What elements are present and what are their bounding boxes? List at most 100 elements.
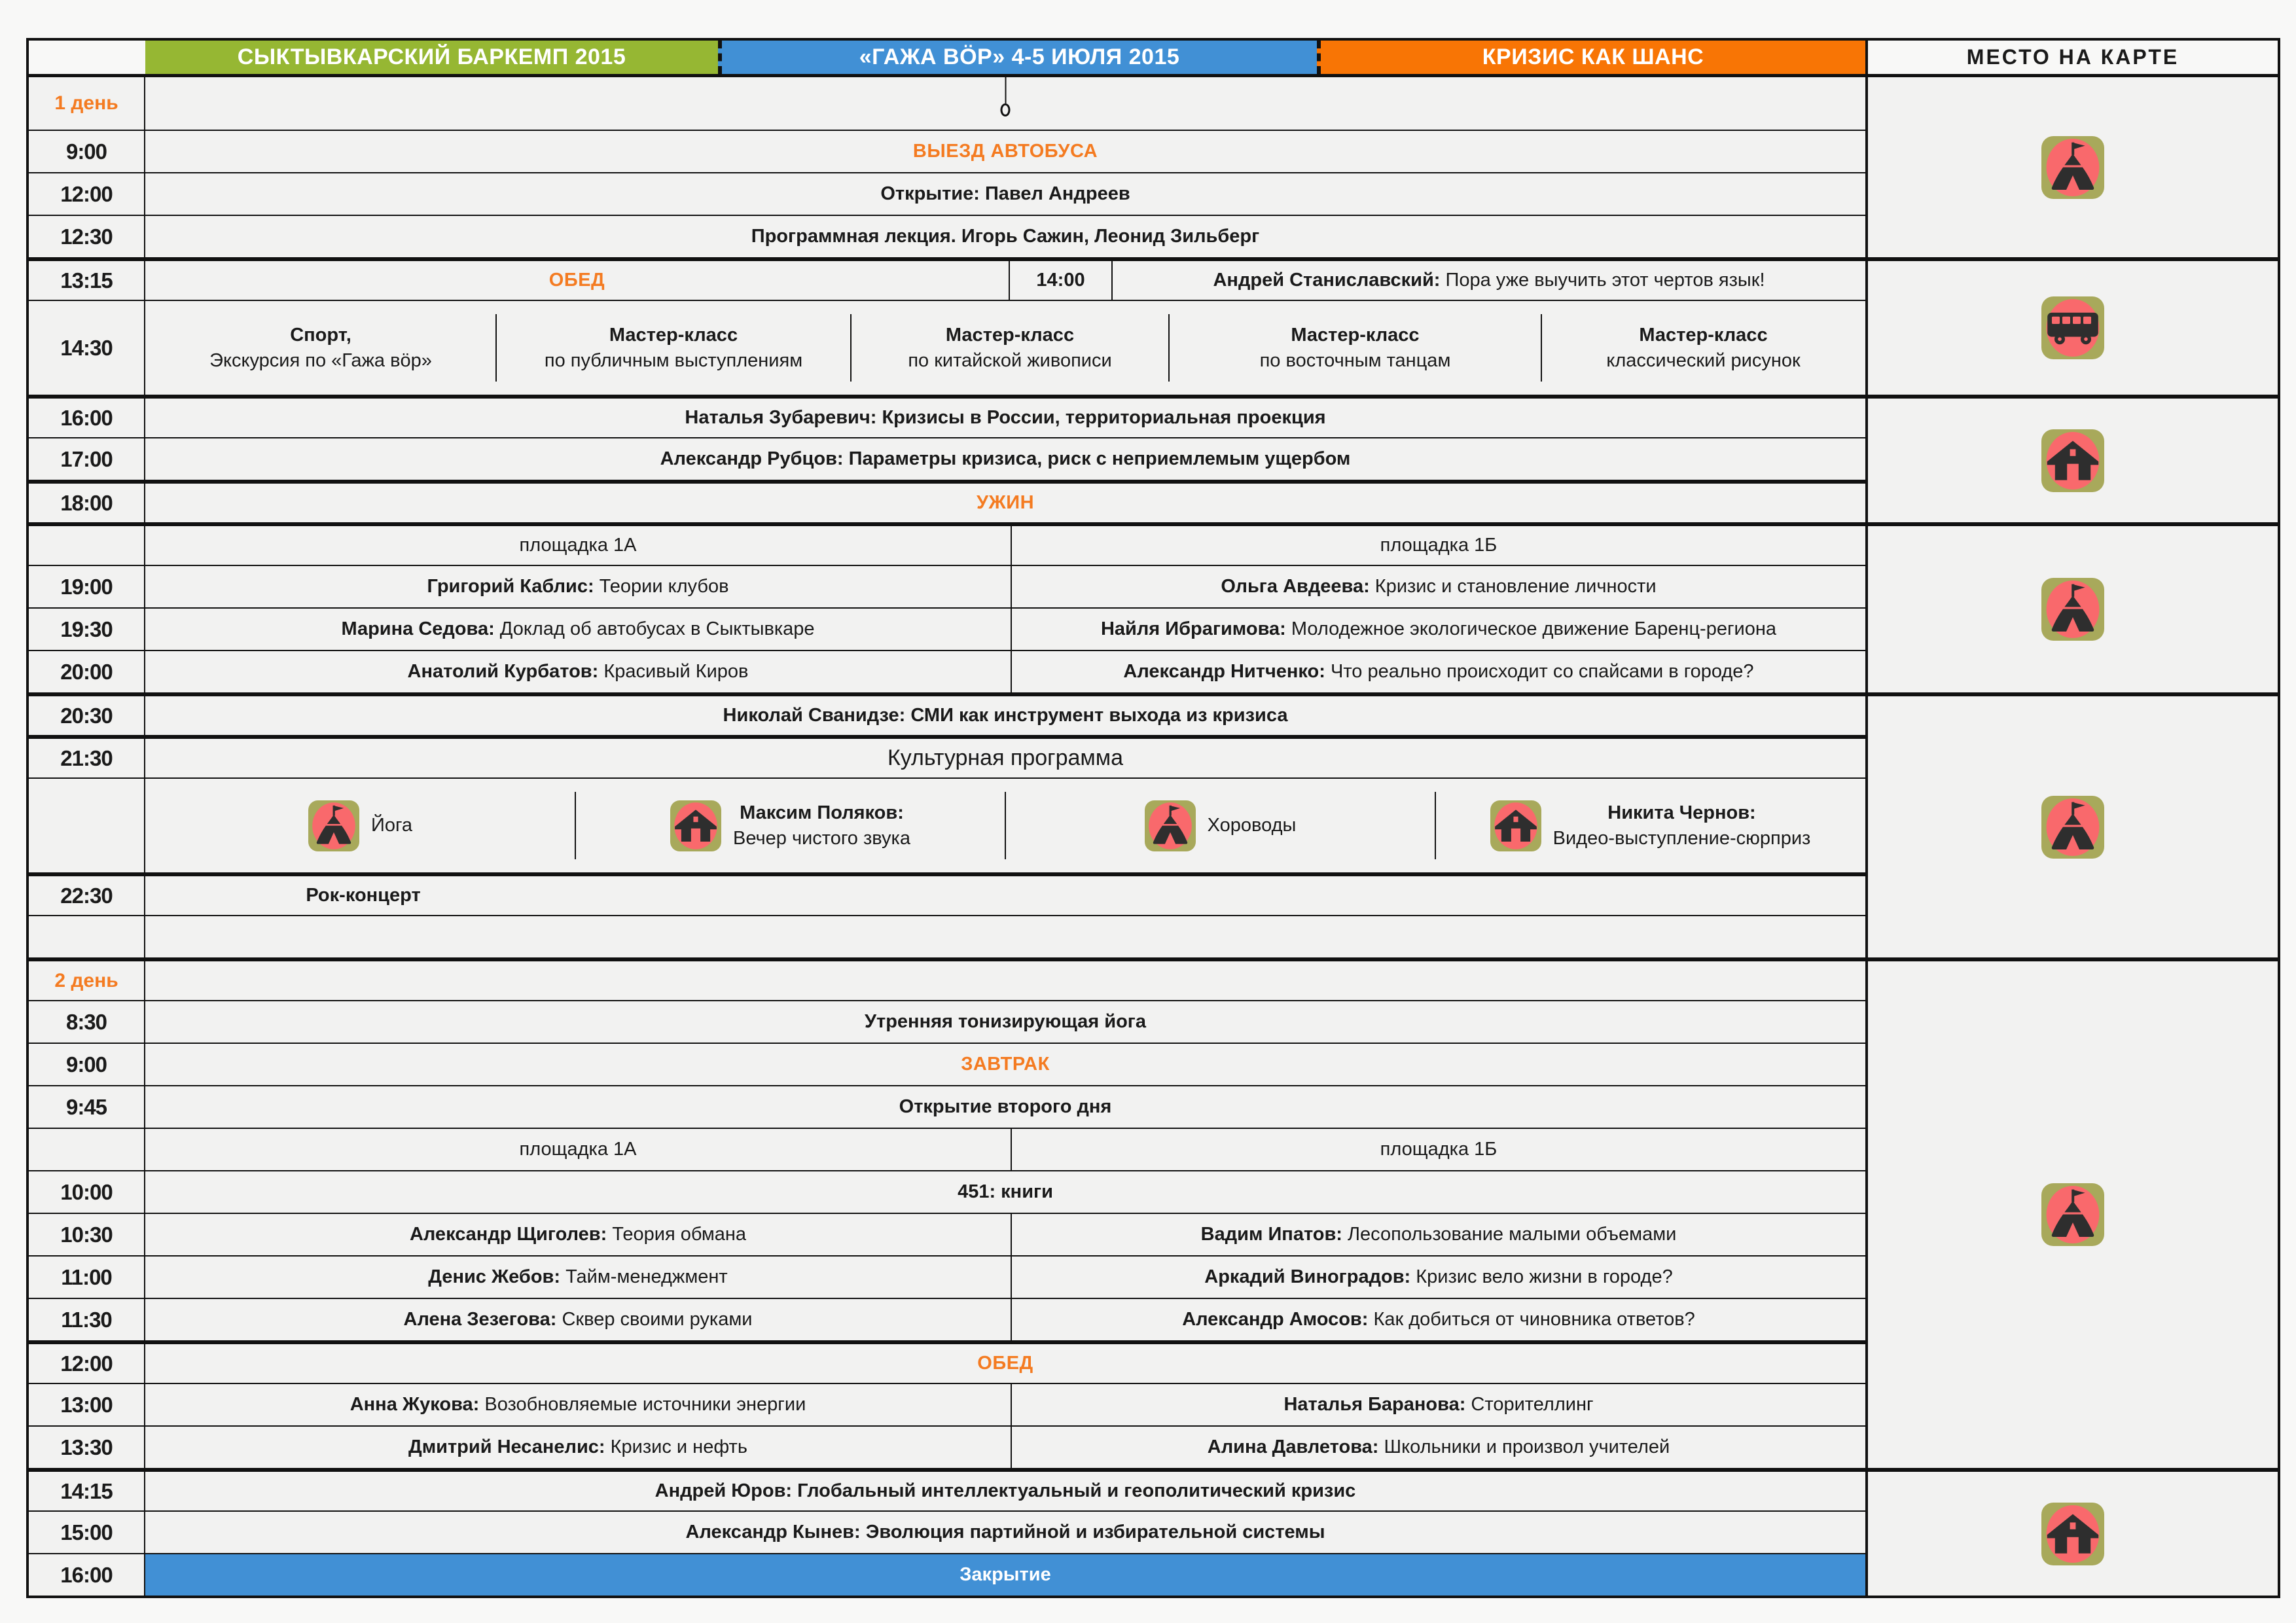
time-label: 20:00 [29,651,145,692]
text-line: по восточным танцам [1260,348,1451,373]
session-cell: Никита Чернов:Видео-выступление-сюрприз [1435,779,1865,872]
speaker-name: Мастер-класс [945,325,1075,346]
session-text: площадка 1Б [1380,1137,1498,1162]
text-line: Анна Жукова: Возобновляемые источники эн… [350,1392,806,1417]
text-line: Александр Нитченко: Что реально происход… [1123,659,1753,684]
session-cell: Йога [145,779,575,872]
row-cells: ЗАВТРАК [145,1044,1865,1085]
session-topic: площадка 1Б [1380,535,1498,556]
session-topic: Доклад об автобусах в Сыктывкаре [494,618,815,640]
time-label: 12:30 [29,216,145,257]
time-value: 16:00 [60,1562,113,1587]
session-cell: площадка 1А [145,1129,1011,1170]
speaker-name: Андрей Юров: Глобальный интеллектуальный… [655,1480,1356,1502]
text-line: Максим Поляков: [733,800,910,825]
speaker-name: Спорт, [290,325,351,346]
session-topic: Культурная программа [887,745,1124,771]
time-label: 9:00 [29,1044,145,1085]
session-text: Дмитрий Несанелис: Кризис и нефть [408,1435,747,1459]
session-cell: Александр Рубцов: Параметры кризиса, рис… [145,438,1865,480]
session-cell: Аркадий Виноградов: Кризис вело жизни в … [1011,1257,1865,1298]
row-cells: площадка 1А площадка 1Б [145,1129,1865,1170]
row-cells: ОБЕД [145,1344,1865,1383]
time-label: 20:30 [29,696,145,735]
row-cells: Александр Кынев: Эволюция партийной и из… [145,1512,1865,1553]
session-topic: Вечер чистого звука [733,827,910,849]
cell-divider [575,792,576,859]
speaker-name: Мастер-класс [1639,325,1768,346]
session-topic: Возобновляемые источники энергии [479,1394,806,1416]
row-cells: Александр Рубцов: Параметры кризиса, рис… [145,438,1865,480]
text-line: Вечер чистого звука [733,826,910,851]
map-column [1865,77,2278,1596]
time-label: 16:00 [29,1554,145,1596]
session-cell: Открытие: Павел Андреев [145,173,1865,215]
speaker-name: Александр Кынев: Эволюция партийной и из… [685,1522,1325,1543]
row-cells: Рок-концерт [145,876,1865,915]
text-line: Утренняя тонизирующая йога [865,1009,1146,1034]
banner-spacer [29,41,145,74]
time-value: 10:00 [60,1179,113,1204]
session-text: площадка 1А [520,533,637,558]
text-line: Открытие второго дня [899,1094,1112,1119]
session-cell: Наталья Зубаревич: Кризисы в России, тер… [145,399,1865,437]
session-text: Вадим Ипатов: Лесопользование малыми объ… [1201,1222,1677,1247]
time-value: 22:30 [60,883,113,908]
time-value: 12:30 [60,224,113,249]
cell-divider [1435,792,1436,859]
speaker-name: Анатолий Курбатов: [407,661,599,683]
time-value: 11:00 [61,1264,113,1289]
session-text: ЗАВТРАК [961,1052,1050,1077]
speaker-name: Анна Жукова: [350,1394,480,1416]
session-text: Наталья Зубаревич: Кризисы в России, тер… [685,405,1325,430]
text-line: Мастер-класс [908,323,1111,348]
session-topic: Красивый Киров [598,661,749,683]
map-location-group [1868,522,2278,692]
text-line: Ольга Авдеева: Кризис и становление личн… [1221,574,1656,599]
session-cell: ОБЕД [145,1344,1865,1383]
session-topic: Тайм-менеджмент [560,1266,728,1288]
speaker-name: Григорий Каблис: [427,576,594,597]
time-label: 15:00 [29,1512,145,1553]
banner-event-name: СЫКТЫВКАРСКИЙ БАРКЕМП 2015 [145,41,718,74]
text-line: 14:00 [1036,268,1085,293]
text-line: Рок-концерт [306,883,420,908]
session-text: Марина Седова: Доклад об автобусах в Сык… [341,616,814,641]
session-cell: Программная лекция. Игорь Сажин, Леонид … [145,216,1865,257]
schedule-row: 2 день [29,957,1865,1000]
schedule-row: 15:00 Александр Кынев: Эволюция партийной… [29,1510,1865,1553]
text-line: Александр Рубцов: Параметры кризиса, рис… [660,446,1351,471]
session-topic: площадка 1А [519,535,637,556]
text-line: Наталья Зубаревич: Кризисы в России, тер… [685,405,1325,430]
cell-divider [1168,314,1170,382]
speaker-name: Никита Чернов: [1607,802,1756,824]
session-text: Александр Амосов: Как добиться от чиновн… [1182,1307,1695,1332]
time-value: 19:00 [60,574,113,599]
row-cells: Анна Жукова: Возобновляемые источники эн… [145,1384,1865,1425]
session-text: ВЫЕЗД АВТОБУСА [913,139,1098,164]
house-icon [2041,1502,2104,1565]
speaker-name: Мастер-класс [609,325,738,346]
session-text: Открытие: Павел Андреев [880,181,1130,206]
cell-divider [850,314,852,382]
session-text: Анатолий Курбатов: Красивый Киров [408,659,749,684]
session-cell: 451: книги [145,1171,1865,1213]
row-cells: Николай Сванидзе: СМИ как инструмент вых… [145,696,1865,735]
text-line: Экскурсия по «Гажа вöр» [209,348,432,373]
time-label: 19:00 [29,566,145,607]
session-text: Александр Кынев: Эволюция партийной и из… [686,1520,1325,1544]
time-value: 10:30 [60,1222,113,1247]
text-line: Александр Амосов: Как добиться от чиновн… [1182,1307,1695,1332]
tent-icon [308,800,359,851]
text-line: Александр Кынев: Эволюция партийной и из… [686,1520,1325,1544]
speaker-name: ЗАВТРАК [961,1054,1050,1075]
session-cell: Александр Кынев: Эволюция партийной и из… [145,1512,1865,1553]
text-line: Марина Седова: Доклад об автобусах в Сык… [341,616,814,641]
session-text: Рок-концерт [306,883,420,908]
schedule-row: 22:30 Рок-концерт [29,872,1865,915]
day-label: 2 день [54,969,118,991]
